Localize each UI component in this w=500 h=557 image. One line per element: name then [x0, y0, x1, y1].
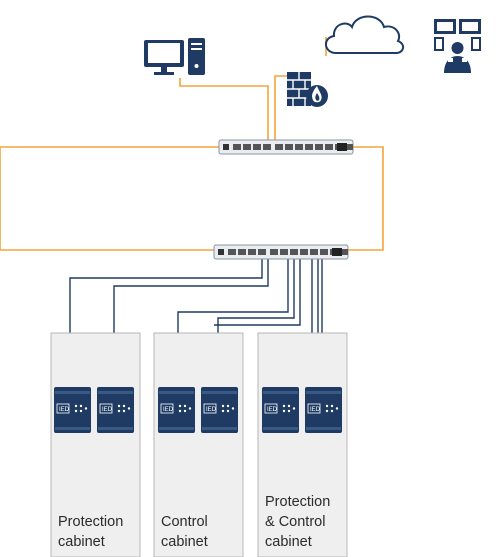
- ied-device: IED: [157, 386, 196, 434]
- ied-device: IED: [96, 386, 135, 434]
- svg-text:IED: IED: [163, 407, 174, 413]
- svg-text:IED: IED: [206, 407, 217, 413]
- remote-operator-icon: [434, 19, 481, 73]
- firewall-icon: [287, 72, 328, 107]
- svg-text:IED: IED: [59, 407, 70, 413]
- network-switch-icon: [213, 244, 349, 260]
- cabinet-protection-control: Protection & Control cabinet IED IED: [257, 332, 348, 557]
- cabinet-label-line3: cabinet: [265, 534, 312, 550]
- ied-device: IED: [200, 386, 239, 434]
- desktop-computer-icon: [144, 38, 205, 75]
- cloud-icon: [325, 15, 404, 54]
- svg-text:IED: IED: [102, 407, 113, 413]
- cabinet-label-line1: Protection: [265, 494, 330, 510]
- cabinet-label-line2: & Control: [265, 514, 325, 530]
- ied-device: IED: [53, 386, 92, 434]
- ied-device: IED: [304, 386, 343, 434]
- cabinet-label-line2: cabinet: [58, 534, 105, 550]
- cabinet-protection: Protection cabinet IED IED: [50, 332, 141, 557]
- svg-text:IED: IED: [310, 407, 321, 413]
- svg-text:IED: IED: [267, 407, 278, 413]
- cabinet-control: Control cabinet IED IED: [153, 332, 244, 557]
- ring-links: [0, 146, 384, 251]
- cabinet-label-line1: Protection: [58, 514, 123, 530]
- cabinet-label-line2: cabinet: [161, 534, 208, 550]
- ied-device: IED: [261, 386, 300, 434]
- network-switch-icon: [218, 139, 354, 155]
- cabinet-label-line1: Control: [161, 514, 208, 530]
